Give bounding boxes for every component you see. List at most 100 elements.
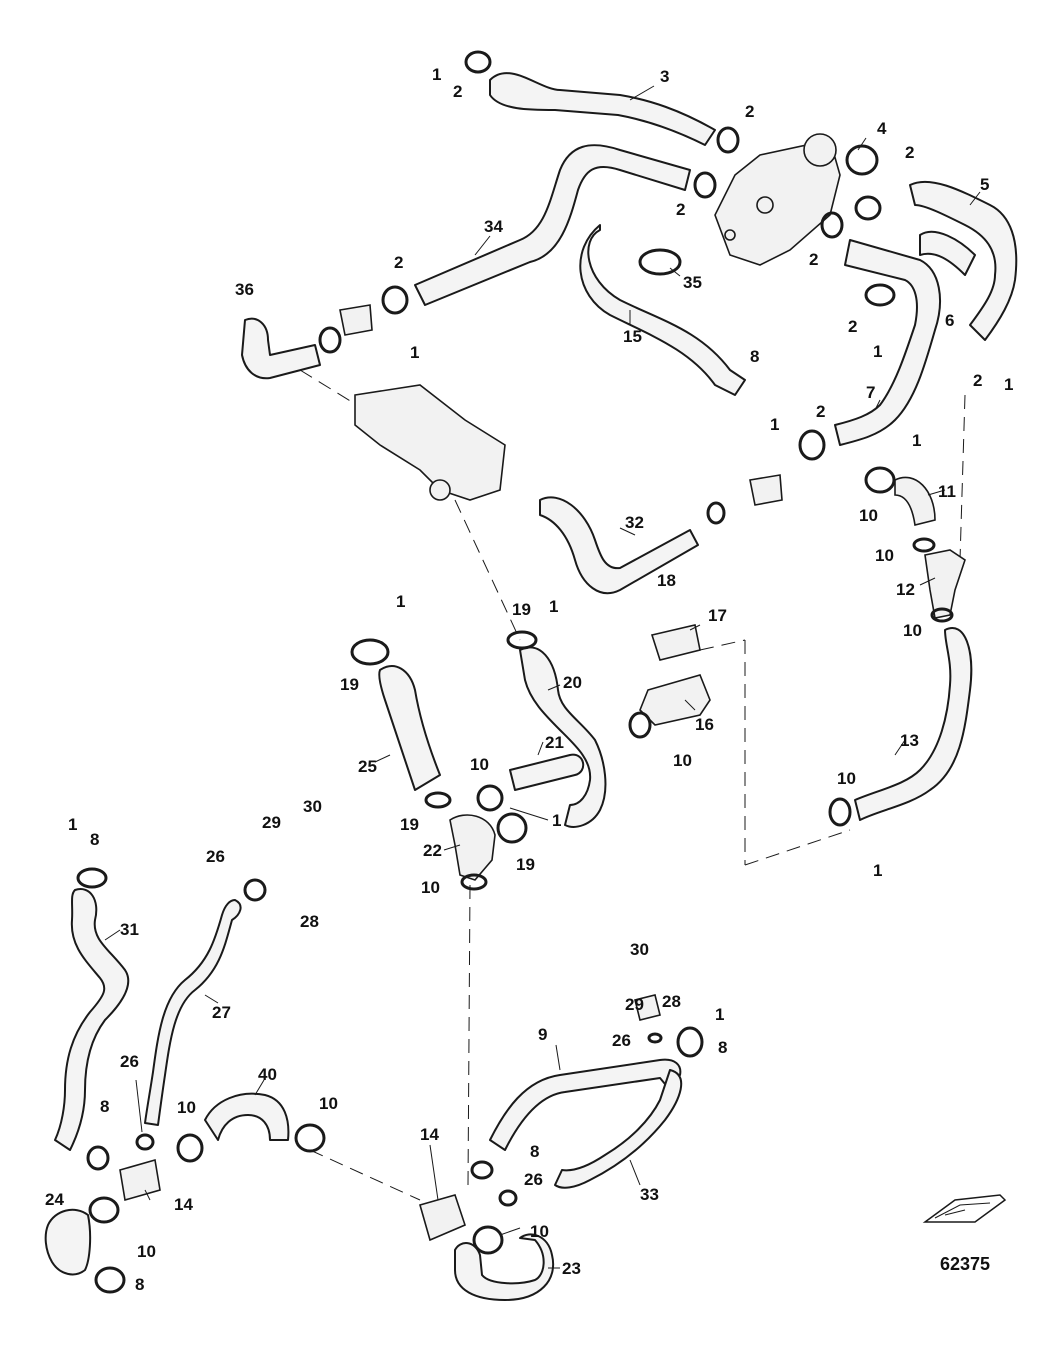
callout-23: 23: [562, 1259, 581, 1278]
components: [119, 133, 966, 1242]
callout-10: 10: [837, 769, 856, 788]
elbow-11: [894, 476, 936, 526]
assembly-lines: [299, 369, 966, 1201]
callout-2: 2: [816, 402, 825, 421]
hose-7: [834, 239, 941, 446]
boat-icon: [922, 1194, 1007, 1223]
hose-33: [554, 1069, 683, 1189]
callout-2: 2: [453, 82, 462, 101]
callout-2: 2: [973, 371, 982, 390]
module-16: [639, 674, 711, 726]
callout-1: 1: [873, 861, 882, 880]
callout-3: 3: [660, 67, 669, 86]
tee-fitting-14-mid: [419, 1194, 466, 1242]
callout-14: 14: [420, 1125, 439, 1144]
tee-fitting-14-left: [119, 1158, 161, 1202]
callout-29: 29: [262, 813, 281, 832]
callout-8: 8: [90, 830, 99, 849]
callout-1: 1: [912, 431, 921, 450]
hose-40: [204, 1092, 290, 1141]
clamps: [76, 50, 954, 1294]
figure-id: 62375: [940, 1254, 990, 1274]
callout-7: 7: [866, 383, 875, 402]
callout-26: 26: [120, 1052, 139, 1071]
callout-10: 10: [319, 1094, 338, 1113]
callout-10: 10: [177, 1098, 196, 1117]
callout-22: 22: [423, 841, 442, 860]
callout-2: 2: [745, 102, 754, 121]
y-fitting-12: [924, 549, 966, 619]
callout-2: 2: [848, 317, 857, 336]
hose-5: [909, 180, 1018, 341]
callout-24: 24: [45, 1190, 64, 1209]
callout-40: 40: [258, 1065, 277, 1084]
callout-1: 1: [396, 592, 405, 611]
hoses: [44, 72, 1018, 1301]
callout-19: 19: [516, 855, 535, 874]
callout-17: 17: [708, 606, 727, 625]
callout-26: 26: [524, 1170, 543, 1189]
callout-1: 1: [68, 815, 77, 834]
callout-31: 31: [120, 920, 139, 939]
callout-27: 27: [212, 1003, 231, 1022]
callout-34: 34: [484, 217, 503, 236]
callout-28: 28: [662, 992, 681, 1011]
callout-10: 10: [137, 1242, 156, 1261]
callout-19: 19: [400, 815, 419, 834]
callout-14: 14: [174, 1195, 193, 1214]
callout-11: 11: [938, 482, 956, 501]
hose-13: [854, 627, 973, 821]
callout-10: 10: [470, 755, 489, 774]
callout-1: 1: [715, 1005, 724, 1024]
tee-fitting-22: [449, 814, 496, 881]
callout-10: 10: [530, 1222, 549, 1241]
callout-1: 1: [552, 811, 561, 830]
callout-1: 1: [770, 415, 779, 434]
hose-20: [519, 646, 607, 828]
hose-31: [54, 888, 130, 1151]
hose-23: [454, 1233, 555, 1301]
callout-16: 16: [695, 715, 714, 734]
callout-9: 9: [538, 1025, 547, 1044]
callout-6: 6: [945, 311, 954, 330]
callout-20: 20: [563, 673, 582, 692]
hose-36: [241, 317, 321, 380]
callout-13: 13: [900, 731, 919, 750]
callout-30: 30: [303, 797, 322, 816]
callouts: 3 1 2 2 4 2 5 2 34 2 2 35 36 2 6 15 1 1 …: [45, 65, 1013, 1294]
callout-26: 26: [206, 847, 225, 866]
callout-29: 29: [625, 995, 644, 1014]
callout-21: 21: [545, 733, 564, 752]
callout-1: 1: [410, 343, 419, 362]
callout-2: 2: [809, 250, 818, 269]
hose-3: [489, 72, 716, 146]
callout-30: 30: [630, 940, 649, 959]
callout-35: 35: [683, 273, 702, 292]
callout-33: 33: [640, 1185, 659, 1204]
hose-9: [489, 1058, 682, 1151]
callout-36: 36: [235, 280, 254, 299]
hose-32: [539, 496, 699, 595]
callout-1: 1: [1004, 375, 1013, 394]
callout-2: 2: [676, 200, 685, 219]
hose-21: [509, 753, 585, 791]
callout-25: 25: [358, 757, 377, 776]
callout-26: 26: [612, 1031, 631, 1050]
callout-12: 12: [896, 580, 915, 599]
module-17: [650, 624, 701, 661]
callout-10: 10: [421, 878, 440, 897]
callout-32: 32: [625, 513, 644, 532]
callout-28: 28: [300, 912, 319, 931]
hose-15: [579, 224, 746, 396]
callout-2: 2: [394, 253, 403, 272]
hose-34: [414, 144, 691, 306]
callout-4: 4: [877, 119, 887, 138]
callout-10: 10: [859, 506, 878, 525]
callout-8: 8: [100, 1097, 109, 1116]
hose-27: [144, 899, 242, 1126]
callout-10: 10: [903, 621, 922, 640]
manifold-housing: [354, 384, 506, 501]
callout-1: 1: [873, 342, 882, 361]
callout-18: 18: [657, 571, 676, 590]
